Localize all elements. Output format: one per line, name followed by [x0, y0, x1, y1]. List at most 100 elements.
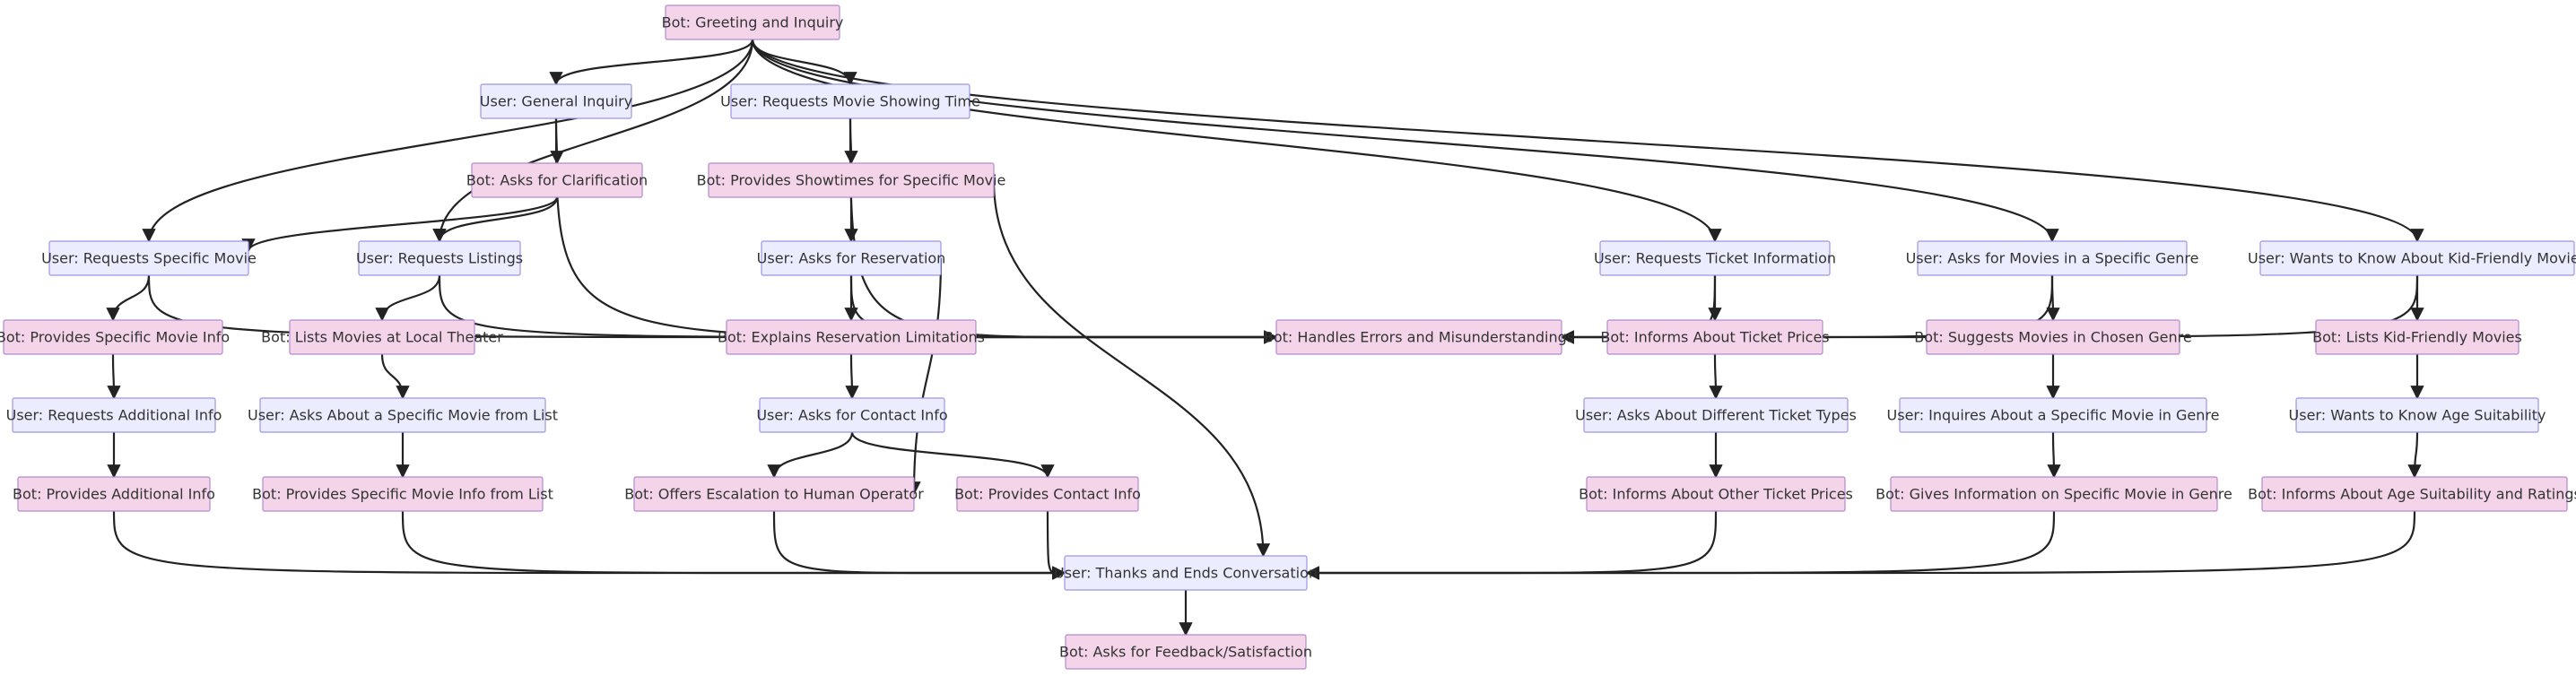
node-box: [2261, 476, 2568, 512]
edge-additional-to-thanks: [112, 510, 1066, 580]
node-box: [1890, 476, 2218, 512]
node-box: [761, 240, 942, 276]
edge-local_list-to-from_list: [380, 353, 410, 400]
edge-showtimes-to-thanks: [992, 179, 1271, 558]
node-label: Bot: Lists Movies at Local Theater: [261, 329, 503, 346]
node-box: [726, 319, 977, 355]
node-ticket-prices: Bot: Informs About Ticket Prices: [1600, 319, 1830, 355]
edge-listings-to-local_list: [375, 274, 441, 322]
edge-reservation-to-escalation: [907, 257, 943, 496]
node-clarify: Bot: Asks for Clarification: [466, 162, 648, 198]
node-label: User: Asks for Contact Info: [756, 407, 947, 424]
node-label: Bot: Lists Kid-Friendly Movies: [2312, 329, 2522, 346]
node-box: [1606, 319, 1823, 355]
node-age-suit: User: Wants to Know Age Suitability: [2289, 397, 2546, 433]
node-label: User: Inquires About a Specific Movie in…: [1887, 407, 2220, 424]
node-label: Bot: Asks for Clarification: [466, 172, 648, 189]
node-box: [289, 319, 475, 355]
node-label: User: Requests Ticket Information: [1594, 250, 1836, 267]
edge-res_limits-to-contact_req: [845, 353, 859, 400]
edge-greet-to-general: [549, 39, 754, 86]
node-box: [1065, 634, 1307, 670]
node-contact: Bot: Provides Contact Info: [954, 476, 1141, 512]
node-label: Bot: Provides Additional Info: [13, 486, 215, 503]
edge-general-to-errors: [554, 117, 1278, 344]
node-box: [633, 476, 915, 512]
node-box: [1064, 555, 1308, 591]
node-genre-movie: User: Inquires About a Specific Movie in…: [1887, 397, 2220, 433]
node-label: Bot: Explains Reservation Limitations: [718, 329, 985, 346]
node-box: [2295, 397, 2539, 433]
node-label: Bot: Provides Contact Info: [954, 486, 1141, 503]
edge-other_prices-to-thanks: [1305, 510, 1718, 580]
node-ticket-types: User: Asks About Different Ticket Types: [1575, 397, 1857, 433]
node-reservation: User: Asks for Reservation: [757, 240, 946, 276]
node-label: User: General Inquiry: [480, 93, 632, 110]
node-label: Bot: Asks for Feedback/Satisfaction: [1059, 644, 1312, 661]
edge-contact_req-to-escalation: [767, 431, 854, 479]
node-other-prices: Bot: Informs About Other Ticket Prices: [1579, 476, 1853, 512]
node-label: Bot: Informs About Other Ticket Prices: [1579, 486, 1853, 503]
node-label: Bot: Provides Specific Movie Info from L…: [252, 486, 553, 503]
node-box: [480, 83, 632, 119]
node-listings: User: Requests Listings: [356, 240, 523, 276]
node-feedback: Bot: Asks for Feedback/Satisfaction: [1059, 634, 1312, 670]
edge-specific_movie-to-movie_info: [106, 274, 151, 322]
node-ticket-info: User: Requests Ticket Information: [1594, 240, 1836, 276]
node-label: User: Wants to Know Age Suitability: [2289, 407, 2546, 424]
node-label: Bot: Provides Showtimes for Specific Mov…: [697, 172, 1006, 189]
edge-list_movie_info-to-thanks: [401, 510, 1066, 580]
edge-clarify-to-specific_movie: [241, 196, 559, 253]
node-label: Bot: Informs About Ticket Prices: [1600, 329, 1829, 346]
node-box: [17, 476, 211, 512]
node-label: Bot: Greeting and Inquiry: [662, 14, 844, 31]
node-age-ratings: Bot: Informs About Age Suitability and R…: [2248, 476, 2576, 512]
node-errors: Bot: Handles Errors and Misunderstanding…: [1264, 319, 1574, 355]
node-general: User: General Inquiry: [480, 83, 632, 119]
node-label: Bot: Provides Specific Movie Info: [0, 329, 230, 346]
node-box: [3, 319, 223, 355]
node-box: [665, 4, 840, 40]
node-box: [956, 476, 1139, 512]
node-box: [259, 397, 546, 433]
node-box: [358, 240, 521, 276]
edge-reservation-to-errors: [849, 274, 1278, 344]
node-box: [730, 83, 970, 119]
node-genre: User: Asks for Movies in a Specific Genr…: [1906, 240, 2199, 276]
edge-genre_movie-to-genre_movie_info: [2047, 431, 2061, 479]
node-label: Bot: Offers Escalation to Human Operator: [624, 486, 924, 503]
node-label: User: Asks for Reservation: [757, 250, 946, 267]
node-genre-suggest: Bot: Suggests Movies in Chosen Genre: [1914, 319, 2192, 355]
node-local-list: Bot: Lists Movies at Local Theater: [261, 319, 503, 355]
edge-greet-to-genre: [751, 39, 2059, 243]
node-box: [1583, 397, 1849, 433]
edge-greet-to-listings: [432, 39, 754, 243]
node-kid-list: Bot: Lists Kid-Friendly Movies: [2312, 319, 2522, 355]
node-label: Bot: Gives Information on Specific Movie…: [1875, 486, 2232, 503]
node-label: Bot: Suggests Movies in Chosen Genre: [1914, 329, 2191, 346]
edge-greet-to-ticket_info: [751, 39, 1722, 243]
node-res-limits: Bot: Explains Reservation Limitations: [718, 319, 985, 355]
edge-clarify-to-listings: [432, 196, 559, 243]
node-greet: Bot: Greeting and Inquiry: [662, 4, 844, 40]
node-showtimes: Bot: Provides Showtimes for Specific Mov…: [697, 162, 1006, 198]
edge-ticket_prices-to-ticket_types: [1709, 353, 1723, 400]
node-label: User: Asks for Movies in a Specific Genr…: [1906, 250, 2199, 267]
edge-greet-to-kids: [751, 39, 2424, 243]
node-contact-req: User: Asks for Contact Info: [756, 397, 948, 433]
node-label: Bot: Handles Errors and Misunderstanding…: [1264, 329, 1574, 346]
node-box: [1899, 397, 2207, 433]
edge-escalation-to-thanks: [772, 510, 1066, 580]
node-movie-info: Bot: Provides Specific Movie Info: [0, 319, 230, 355]
node-specific-movie: User: Requests Specific Movie: [41, 240, 257, 276]
node-list-movie-info: Bot: Provides Specific Movie Info from L…: [252, 476, 553, 512]
edge-age_ratings-to-thanks: [1305, 510, 2416, 580]
node-box: [1275, 319, 1562, 355]
node-box: [2315, 319, 2519, 355]
node-label: User: Requests Additional Info: [6, 407, 222, 424]
node-additional-req: User: Requests Additional Info: [6, 397, 222, 433]
edge-movie_info-to-additional_req: [107, 353, 121, 400]
node-box: [12, 397, 216, 433]
node-genre-movie-info: Bot: Gives Information on Specific Movie…: [1875, 476, 2232, 512]
